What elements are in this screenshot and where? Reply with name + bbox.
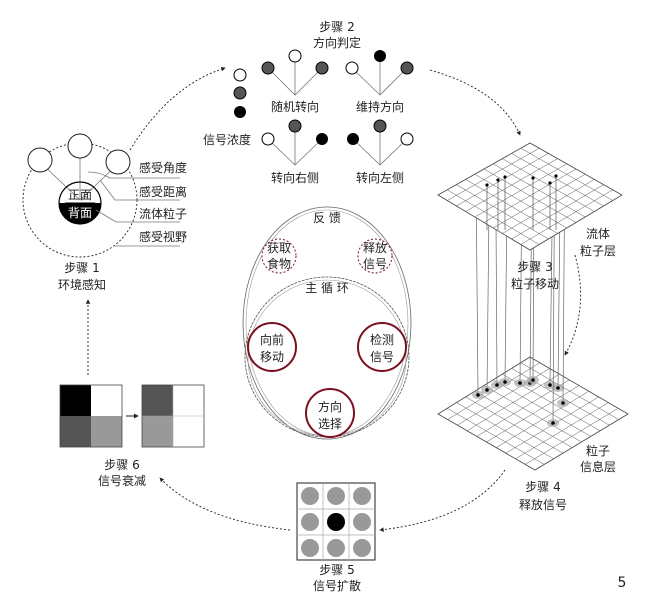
neighbor-cell (353, 539, 371, 557)
sensor-center (68, 134, 92, 158)
neighbor-cell (327, 539, 345, 557)
step2-direction: 步骤 2 方向判定 信号浓度 随机转向 维持方向 转向右侧 转向左侧 (203, 20, 413, 185)
turn-left-label: 转向左侧 (356, 170, 404, 185)
sensing-angle-label: 感受角度 (139, 160, 187, 175)
step5-subtitle: 信号扩散 (313, 578, 361, 593)
step3-subtitle: 粒子移动 (511, 276, 559, 291)
svg-text:获取: 获取 (267, 241, 291, 255)
svg-text:选择: 选择 (318, 417, 342, 431)
main-loop-label: 主 循 环 (305, 281, 349, 295)
random-turn-label: 随机转向 (271, 99, 319, 114)
node-detect-signal: 检测信号 (358, 323, 406, 371)
svg-text:检测: 检测 (370, 332, 394, 347)
node-choose-direction: 方向选择 (306, 389, 354, 437)
svg-text:方向: 方向 (318, 399, 342, 414)
neighbor-cell (353, 487, 371, 505)
node-move-forward: 向前移动 (248, 323, 296, 371)
fluid-particle-label: 流体粒子 (139, 206, 187, 221)
step4-title: 步骤 4 (525, 480, 560, 494)
page-number: 5 (618, 575, 627, 591)
step1-subtitle: 环境感知 (58, 277, 106, 292)
step2-subtitle: 方向判定 (313, 35, 361, 50)
svg-text:信号: 信号 (363, 257, 387, 271)
info-layer-label-2: 信息层 (580, 459, 616, 474)
step6-title: 步骤 6 (104, 458, 139, 472)
sensing-distance-label: 感受距离 (139, 184, 187, 199)
node-release-signal: 释放信号 (358, 239, 392, 273)
step5-title: 步骤 5 (319, 563, 354, 577)
neighbor-cell (301, 487, 319, 505)
neighbor-cell (353, 513, 371, 531)
neighbor-cell (301, 513, 319, 531)
signal-source (327, 513, 345, 531)
svg-text:信号: 信号 (370, 350, 394, 364)
turn-right-label: 转向右侧 (271, 170, 319, 185)
svg-text:释放: 释放 (363, 240, 387, 255)
fluid-layer-label-2: 粒子层 (580, 243, 616, 258)
back-label: 背面 (68, 206, 92, 220)
step6-decay (60, 385, 204, 447)
rule-keep-direction: 维持方向 (346, 50, 413, 114)
rule-random-turn: 随机转向 (262, 50, 328, 114)
step3-title: 步骤 3 (517, 260, 552, 274)
svg-text:向前: 向前 (260, 332, 284, 347)
info-layer-label-1: 粒子 (586, 443, 610, 458)
neighbor-cell (301, 539, 319, 557)
svg-text:食物: 食物 (267, 256, 291, 271)
keep-direction-label: 维持方向 (356, 99, 404, 114)
fluid-layer-label-1: 流体 (586, 227, 610, 241)
neighbor-cell (327, 487, 345, 505)
particle-layers (438, 143, 628, 470)
node-get-food: 获取食物 (262, 239, 296, 273)
feedback-label: 反 馈 (313, 211, 341, 225)
step1-sensing: 正面 背面 感受角度 感受距离 流体粒子 感受视野 步骤 1 环境感知 (23, 134, 187, 292)
sensing-view-label: 感受视野 (139, 229, 187, 244)
svg-text:移动: 移动 (260, 350, 284, 364)
front-label: 正面 (68, 188, 92, 202)
rule-turn-left: 转向左侧 (347, 120, 413, 185)
step1-title: 步骤 1 (64, 261, 99, 275)
loop-diagram: 反 馈 主 循 环 获取食物 释放信号 向前移动 检测信号 方向选择 (243, 207, 411, 439)
sensor-left (28, 148, 52, 172)
step5-diffusion-grid (297, 483, 375, 560)
step4-subtitle: 释放信号 (519, 497, 567, 512)
concentration-label: 信号浓度 (203, 132, 251, 147)
step6-subtitle: 信号衰减 (98, 473, 146, 488)
cycle-arrows (88, 68, 581, 530)
sensor-right (106, 150, 130, 174)
rule-turn-right: 转向右侧 (262, 120, 328, 185)
step2-title: 步骤 2 (319, 20, 354, 34)
